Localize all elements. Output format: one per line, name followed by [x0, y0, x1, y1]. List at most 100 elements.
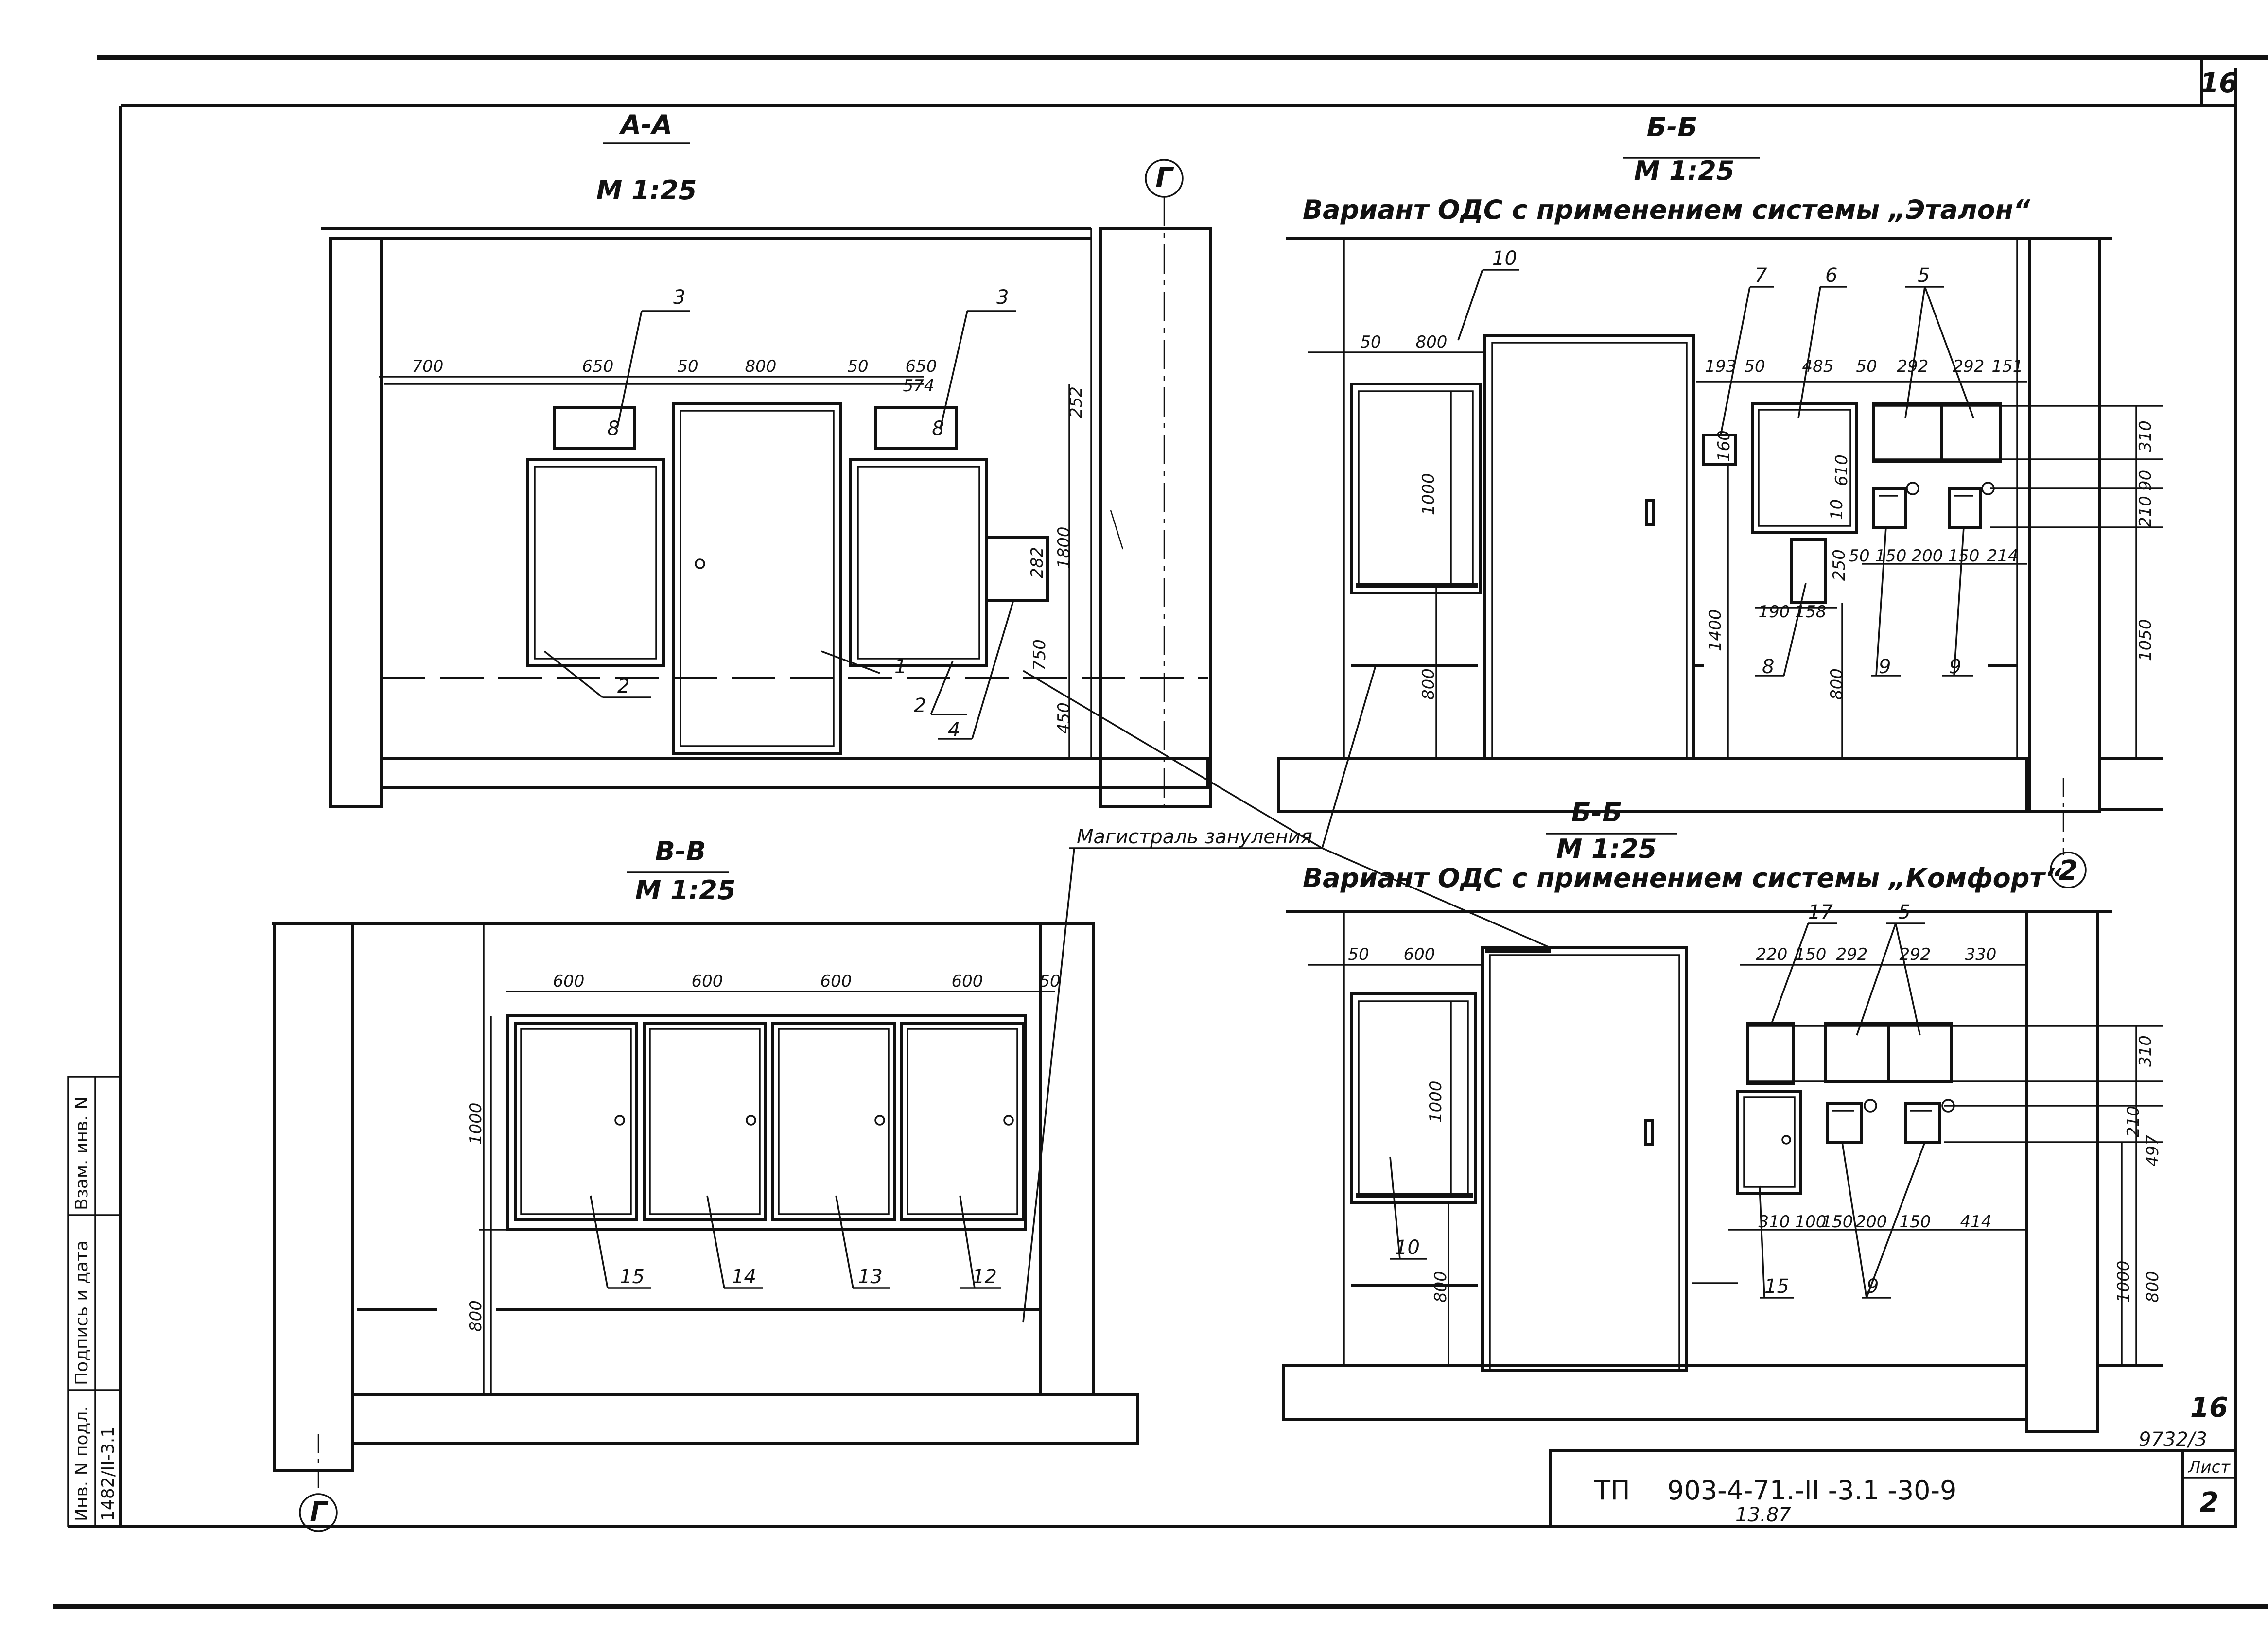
stamp-code: 9732/3	[2139, 1428, 2207, 1451]
dim-vv-50: 50	[1039, 972, 1060, 991]
aa-label-2a: 2	[617, 675, 629, 697]
stamp-list-value: 2	[2200, 1487, 2219, 1518]
section-vv: В-В М 1:25 Г 600 600 600 600 50	[272, 836, 1139, 1532]
bb1-cabinet-6	[1751, 402, 1858, 534]
dim-bb1-50d: 50	[1849, 546, 1869, 566]
section-bb2-subtitle: Вариант ОДС с применением системы „Комфо…	[1303, 863, 2062, 893]
dim-bb1-150a: 150	[1875, 546, 1907, 566]
bb1-label-9a: 9	[1879, 656, 1891, 678]
vv-cabinet-14	[643, 1022, 767, 1221]
main-line-label: Магистраль зануления	[1077, 826, 1312, 848]
dim-aa-1800: 1800	[1054, 526, 1074, 569]
section-aa: А-А М 1:25 Г 700 650 50 800 50 650 574 8	[321, 109, 1212, 808]
aa-door-knob	[695, 558, 705, 569]
dim-bb2-497: 497	[2143, 1135, 2163, 1166]
bb2-box-17	[1746, 1022, 1795, 1085]
bb1-window	[1350, 383, 1482, 594]
bb1-box-8	[1790, 538, 1827, 604]
bb2-label-17: 17	[1808, 901, 1833, 923]
dim-aa-50a: 50	[677, 357, 698, 376]
aa-door	[672, 402, 842, 755]
dim-vv-1000: 1000	[466, 1102, 486, 1145]
dim-aa-252: 252	[1066, 386, 1086, 418]
dim-aa-50b: 50	[847, 357, 868, 376]
aa-cabinet-left	[526, 458, 665, 667]
bb1-box-7	[1702, 434, 1737, 466]
dim-bb1-610: 610	[1832, 454, 1851, 486]
section-bb2-title: Б-Б	[1571, 797, 1622, 828]
sheet-number: 16	[2200, 68, 2238, 99]
dim-bb1-190: 190	[1759, 602, 1790, 622]
bb2-label-9: 9	[1867, 1275, 1879, 1298]
dim-bb2-220: 220	[1756, 945, 1788, 964]
bb1-label-9b: 9	[1949, 656, 1961, 678]
dim-aa-800: 800	[745, 357, 777, 376]
bb2-door-handle	[1644, 1119, 1654, 1146]
dim-bb2-1000a: 1000	[1426, 1080, 1446, 1123]
aa-label-4: 4	[948, 719, 960, 741]
bb2-label-10: 10	[1395, 1236, 1420, 1259]
dim-bb1-160: 160	[1714, 430, 1734, 462]
dim-bb1-800b: 800	[1419, 668, 1438, 700]
bb1-label-5: 5	[1918, 264, 1930, 287]
dim-vv-800: 800	[466, 1300, 486, 1332]
side-sign-label: Подпись и дата	[72, 1240, 92, 1385]
section-bb1-title: Б-Б	[1647, 112, 1698, 142]
section-vv-title: В-В	[655, 836, 706, 867]
aa-box-right-small	[874, 406, 958, 450]
dim-bb1-1050: 1050	[2136, 619, 2155, 661]
vv-cabinet-12	[900, 1022, 1025, 1221]
dim-bb2-800a: 800	[2143, 1271, 2163, 1303]
bb2-meter-1	[1826, 1102, 1863, 1144]
dim-bb2-100: 100	[1795, 1212, 1827, 1232]
vv-cabinet-15	[514, 1022, 638, 1221]
aa-box-left-small	[553, 406, 636, 450]
dim-bb2-600: 600	[1404, 945, 1435, 964]
section-bb1-subtitle: Вариант ОДС с применением системы „Этало…	[1303, 194, 2031, 225]
bb1-door	[1483, 334, 1695, 760]
bb2-cabinet-15	[1736, 1090, 1802, 1195]
axis-g-label-top: Г	[1155, 162, 1174, 194]
bb1-label-8: 8	[1762, 656, 1774, 678]
bb2-door	[1481, 946, 1688, 1372]
aa-label-3b: 3	[996, 286, 1009, 309]
dim-bb2-200: 200	[1856, 1212, 1887, 1232]
dim-bb2-292a: 292	[1836, 945, 1868, 964]
dim-vv-600a: 600	[553, 972, 585, 991]
dim-aa-650b: 650	[906, 357, 937, 376]
vv-label-15: 15	[620, 1266, 645, 1288]
dim-bb2-310a: 310	[2136, 1035, 2155, 1067]
aa-label-2b: 2	[914, 695, 926, 717]
vv-cabinet-13	[771, 1022, 896, 1221]
section-bb-komfort: Б-Б М 1:25 Вариант ОДС с применением сис…	[1282, 797, 2163, 1433]
dim-bb1-50b: 50	[1744, 357, 1765, 376]
bb1-meter-panel-a	[1872, 402, 1943, 463]
aa-label-1: 1	[894, 656, 907, 678]
section-vv-scale: М 1:25	[635, 875, 736, 905]
dim-bb1-1000: 1000	[1419, 473, 1438, 515]
dim-bb2-50: 50	[1348, 945, 1369, 964]
dim-aa-700: 700	[412, 357, 444, 376]
bb2-meter-2	[1904, 1102, 1941, 1144]
title-stamp: 16 9732/3 Лист 2 ТП 903-4-71.-II -3.1 -3…	[1549, 1392, 2237, 1528]
vv-label-12: 12	[972, 1266, 997, 1288]
doc-prefix: ТП	[1594, 1475, 1630, 1506]
side-replace-label: Взам. инв. N	[72, 1096, 92, 1210]
dim-bb1-292b: 292	[1953, 357, 1985, 376]
dim-bb1-200: 200	[1912, 546, 1943, 566]
section-aa-title: А-А	[619, 109, 672, 140]
vv-label-14: 14	[732, 1266, 756, 1288]
side-inv-label: Инв. N подл.	[72, 1406, 92, 1521]
bb1-label-10: 10	[1492, 247, 1517, 270]
bb2-window	[1350, 992, 1477, 1204]
aa-label-3a: 3	[673, 286, 685, 309]
section-bb1-scale: М 1:25	[1634, 156, 1735, 186]
dim-vv-600b: 600	[692, 972, 723, 991]
main-grounding-callout: Магистраль зануления	[1022, 665, 1551, 1323]
dim-bb1-50: 50	[1360, 332, 1381, 352]
dim-bb1-800c: 800	[1827, 668, 1847, 700]
aa-cabinet-right	[849, 458, 988, 667]
dim-bb2-150: 150	[1795, 945, 1827, 964]
bb1-meter-1	[1872, 487, 1907, 529]
dim-bb2-800b: 800	[1431, 1271, 1450, 1303]
